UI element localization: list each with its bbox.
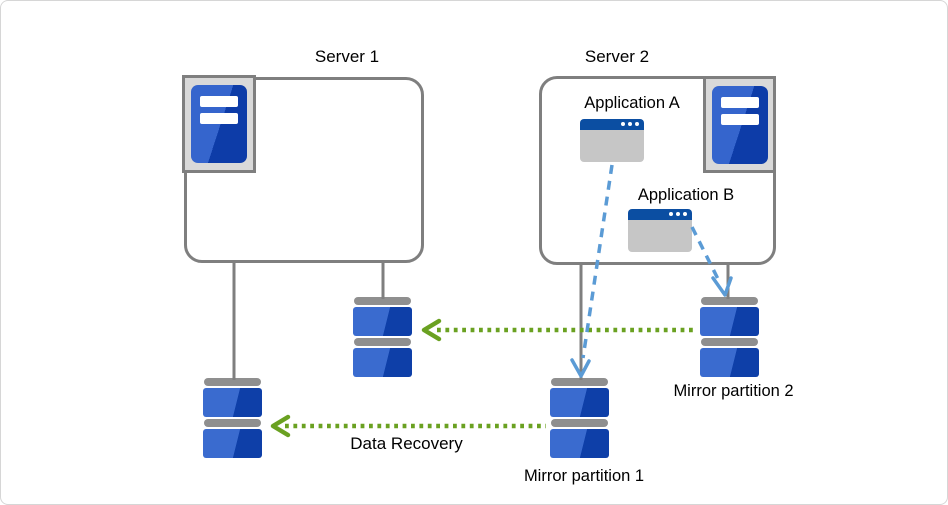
server-tower-body xyxy=(711,85,768,164)
server-slot xyxy=(200,113,238,124)
green-dotted-arrow-data-recovery xyxy=(270,414,546,438)
server-tower-icon xyxy=(182,75,256,173)
app-window-dots-icon xyxy=(621,122,639,126)
green-arrowhead-icon xyxy=(421,318,442,342)
disk-partition-icon xyxy=(203,378,262,458)
mirror-partition-2-icon xyxy=(700,297,759,377)
server-tower-body xyxy=(191,85,247,163)
green-dotted-arrow-upper xyxy=(421,318,695,342)
app-titlebar xyxy=(628,209,692,220)
server-slot xyxy=(720,96,759,108)
disk-partition-icon xyxy=(353,297,412,377)
server-tower-icon xyxy=(703,76,776,173)
mirror-partition-2-label: Mirror partition 2 xyxy=(673,382,794,400)
server-slot xyxy=(200,96,238,107)
server1-label: Server 1 xyxy=(314,47,380,66)
server2-label: Server 2 xyxy=(584,47,650,66)
blue-arrowhead-icon xyxy=(711,276,733,297)
data-recovery-label: Data Recovery xyxy=(350,434,463,453)
application-b-label: Application B xyxy=(637,186,735,204)
app-window-dots-icon xyxy=(669,212,687,216)
app-window-icon xyxy=(628,209,692,252)
application-a-label: Application A xyxy=(584,94,680,112)
mirror-partition-1-label: Mirror partition 1 xyxy=(523,467,645,485)
app-window-icon xyxy=(580,119,644,162)
app-window-body xyxy=(580,130,644,162)
mirror-partition-1-icon xyxy=(550,378,609,458)
app-window-body xyxy=(628,220,692,252)
server-slot xyxy=(720,113,759,125)
blue-arrowhead-icon xyxy=(570,358,591,378)
app-titlebar xyxy=(580,119,644,130)
green-arrowhead-icon xyxy=(270,414,291,438)
